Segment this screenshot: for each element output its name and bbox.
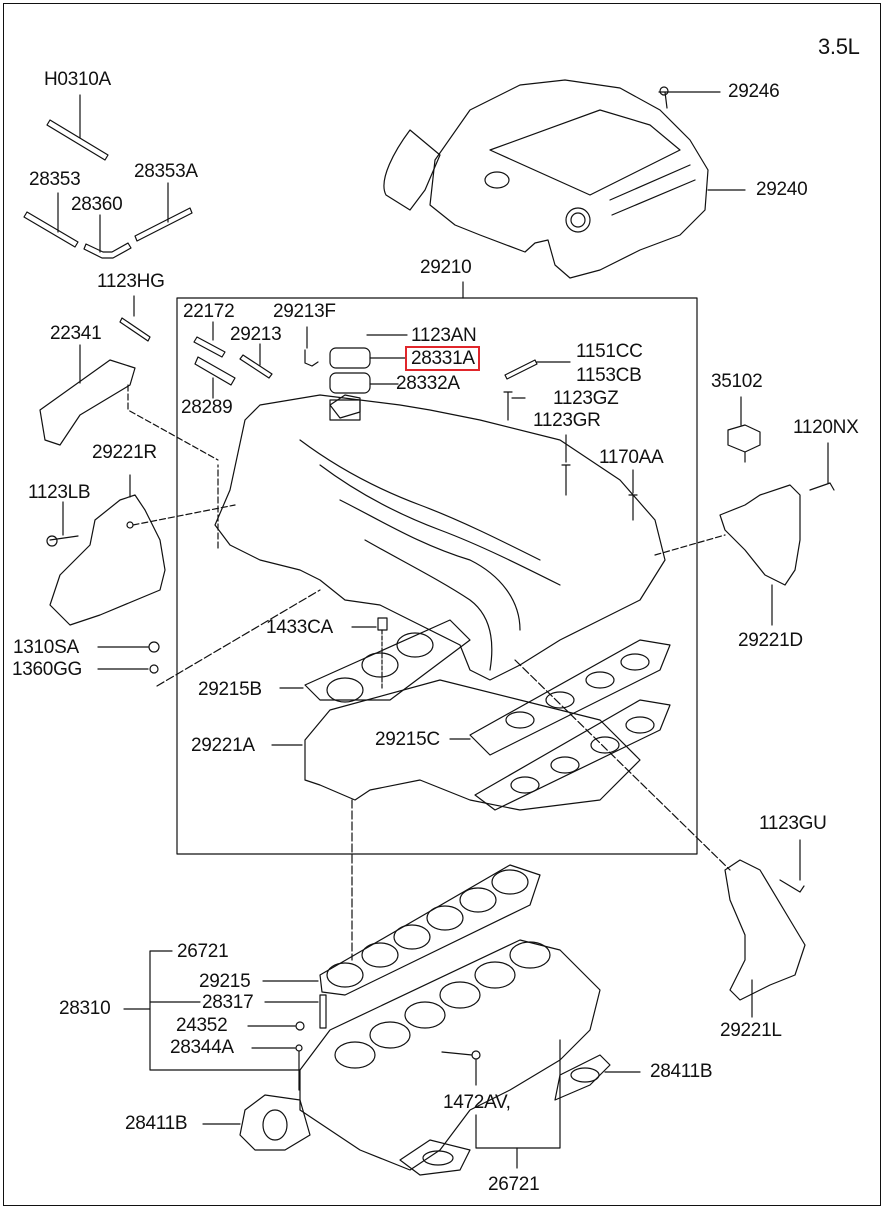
lower-manifold-29221a [271, 679, 641, 811]
diagram-frame [3, 3, 881, 1206]
part-label-1153cb[interactable]: 1153CB [576, 365, 642, 386]
part-label-1170aa[interactable]: 1170AA [599, 447, 664, 468]
part-label-1123gz[interactable]: 1123GZ [553, 388, 619, 409]
part-label-29240[interactable]: 29240 [756, 179, 808, 200]
part-label-28411b-left[interactable]: 28411B [125, 1113, 188, 1134]
part-label-29215c[interactable]: 29215C [375, 729, 440, 750]
part-label-1360gg[interactable]: 1360GG [12, 659, 83, 680]
part-label-28331a-highlighted[interactable]: 28331A [405, 346, 480, 371]
sensor-35102 [727, 396, 761, 463]
part-label-29221l[interactable]: 29221L [720, 1020, 782, 1041]
part-label-22341[interactable]: 22341 [50, 323, 102, 344]
part-label-28360[interactable]: 28360 [71, 194, 123, 215]
part-label-1151cc[interactable]: 1151CC [576, 341, 643, 362]
part-label-28411b-right[interactable]: 28411B [650, 1061, 713, 1082]
part-label-22172[interactable]: 22172 [183, 301, 235, 322]
part-label-29213f[interactable]: 29213F [273, 301, 336, 322]
part-label-28353[interactable]: 28353 [29, 169, 81, 190]
bracket-29221l [514, 659, 806, 1018]
bracket-29221r [46, 474, 236, 626]
part-label-29221d[interactable]: 29221D [738, 630, 803, 651]
part-label-28310[interactable]: 28310 [59, 998, 111, 1019]
hose-28353 [23, 192, 79, 248]
part-label-1310sa[interactable]: 1310SA [13, 637, 79, 658]
bracket-22341 [39, 344, 219, 461]
part-label-1123hg[interactable]: 1123HG [97, 271, 165, 292]
bracket-29221d [654, 442, 835, 626]
part-label-29210[interactable]: 29210 [420, 257, 472, 278]
gasket-29215b [279, 619, 471, 703]
hose-h0310a [46, 94, 109, 161]
gasket-29215 [319, 864, 541, 996]
lower-manifold-28310 [239, 939, 611, 1176]
part-label-29215b[interactable]: 29215B [198, 679, 262, 700]
part-label-28344a[interactable]: 28344A [170, 1037, 234, 1058]
part-label-28332a[interactable]: 28332A [396, 373, 460, 394]
part-label-1123an[interactable]: 1123AN [411, 325, 477, 346]
part-label-28289[interactable]: 28289 [181, 397, 233, 418]
part-label-26721-bottom[interactable]: 26721 [488, 1174, 540, 1195]
part-label-29246[interactable]: 29246 [728, 81, 780, 102]
part-label-1120nx[interactable]: 1120NX [793, 417, 859, 438]
part-label-29221r[interactable]: 29221R [92, 442, 157, 463]
stud-1123hg [119, 317, 151, 342]
part-label-1123lb[interactable]: 1123LB [28, 482, 91, 503]
gasket-29215c [449, 639, 671, 811]
leaders-lower-left [123, 950, 327, 1125]
part-label-h0310a[interactable]: H0310A [44, 69, 111, 90]
leaders-lower-right [441, 1039, 641, 1169]
part-label-28353a[interactable]: 28353A [134, 161, 198, 182]
upper-assembly-box [176, 297, 698, 855]
engine-size-label: 3.5L [818, 34, 860, 59]
part-label-24352[interactable]: 24352 [176, 1015, 228, 1036]
small-parts-upper [193, 321, 638, 691]
part-label-29215[interactable]: 29215 [199, 971, 251, 992]
engine-cover-29240 [383, 79, 746, 279]
hose-28353a [134, 182, 193, 242]
part-label-26721-top[interactable]: 26721 [177, 941, 229, 962]
part-label-1433ca[interactable]: 1433CA [266, 617, 333, 638]
part-label-28317[interactable]: 28317 [202, 992, 254, 1013]
part-label-29221a[interactable]: 29221A [191, 735, 255, 756]
part-label-1123gu[interactable]: 1123GU [759, 813, 827, 834]
part-label-35102[interactable]: 35102 [711, 371, 763, 392]
part-label-29213[interactable]: 29213 [230, 324, 282, 345]
part-label-1123gr[interactable]: 1123GR [533, 410, 601, 431]
part-label-1472av[interactable]: 1472AV, [443, 1092, 511, 1113]
nuts-1310sa-1360gg [97, 589, 321, 687]
hose-28360 [83, 214, 132, 259]
